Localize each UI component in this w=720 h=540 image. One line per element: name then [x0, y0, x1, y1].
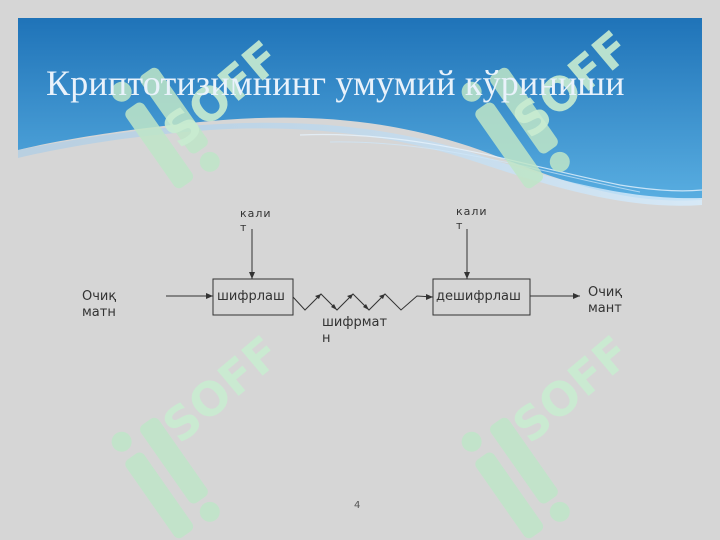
key-right-label: кали т — [456, 205, 488, 232]
page-number: 4 — [354, 500, 361, 511]
decrypt-box-label: дешифрлаш — [436, 289, 521, 304]
header-banner — [18, 18, 703, 206]
watermark-logo-1 — [111, 67, 220, 189]
key-left-arrowhead — [249, 272, 255, 279]
diagram — [166, 229, 580, 316]
decrypt-box — [432, 278, 531, 316]
watermark-logo-2 — [461, 67, 570, 189]
encrypt-box-label: шифрлаш — [217, 289, 285, 304]
watermark-logo-4 — [461, 417, 570, 539]
ciphertext-label: шифрмат н — [322, 315, 388, 347]
key-right-arrowhead — [464, 272, 470, 279]
plaintext-in-label: Очиқ матн — [82, 289, 117, 321]
watermark-text-3: SOFF — [152, 325, 290, 453]
slide-title: Криптотизимнинг умумий кўриниши — [46, 63, 625, 103]
watermark-text-4: SOFF — [502, 325, 640, 453]
watermark-logo-3 — [111, 417, 220, 539]
input-arrowhead — [206, 293, 213, 299]
key-left-label: кали т — [240, 207, 272, 234]
plaintext-out-label: Очиқ мант — [588, 285, 623, 317]
cipher-channel — [292, 293, 434, 311]
output-arrowhead — [573, 293, 580, 299]
